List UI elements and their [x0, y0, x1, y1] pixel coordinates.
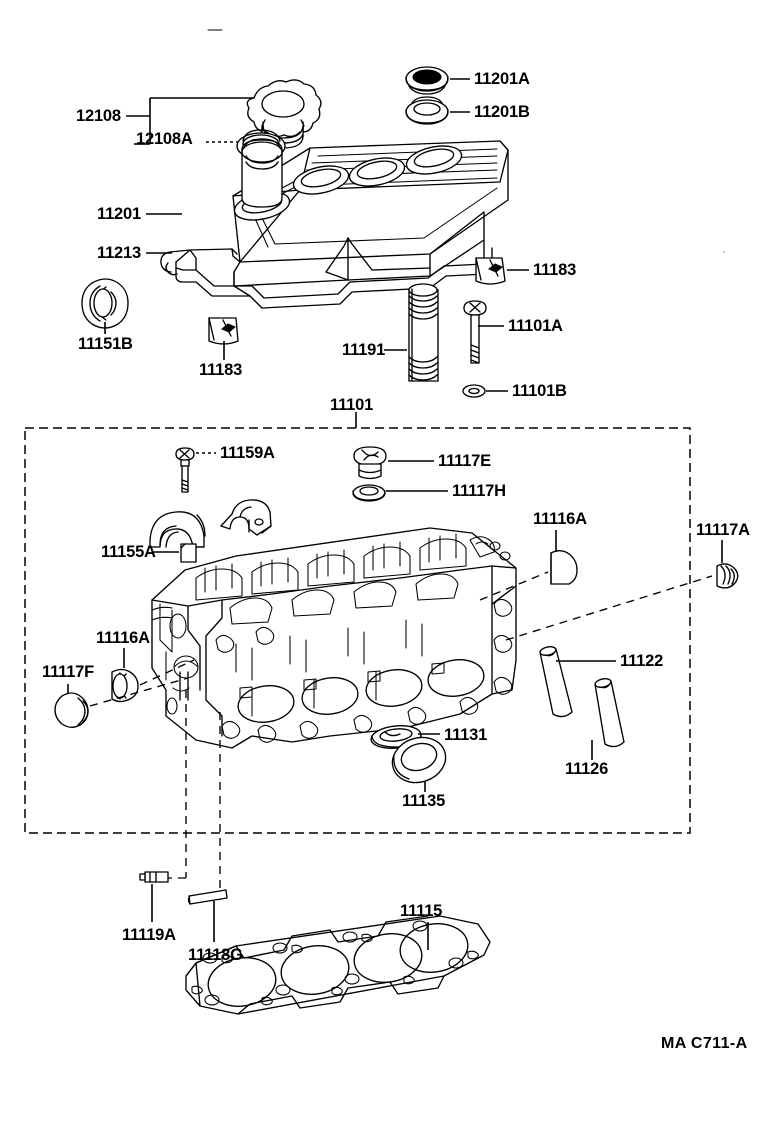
callout-11159A: 11159A: [220, 443, 275, 462]
callout-11155A: 11155A: [101, 542, 156, 561]
callout-bracket-12108: [126, 97, 262, 145]
part-camshaft-bearing-11155A: [180, 543, 197, 563]
callout-11183-left: 11183: [199, 360, 243, 379]
part-bearing-cap-large: [149, 511, 206, 548]
part-cover-bolt: [463, 300, 487, 364]
part-bearing-cap-bolt: [175, 447, 195, 493]
callout-11118G: 11118G: [188, 945, 243, 964]
part-oil-seal-11151B: [81, 278, 129, 329]
group-box-11101: [24, 427, 691, 834]
part-bearing-cap-small: [220, 499, 272, 536]
callout-12108A: 12108A: [136, 129, 193, 148]
assembly-line-pin-left: [139, 659, 195, 686]
callout-11101A: 11101A: [508, 316, 563, 335]
part-half-circle-plug-left: [208, 317, 239, 345]
part-head-plug-11117F: [54, 692, 89, 728]
callout-11116A-right: 11116A: [533, 509, 587, 528]
callout-11116A-left: 11116A: [96, 628, 150, 647]
part-head-plug-11117E: [353, 446, 387, 480]
part-spark-plug-tube: [408, 283, 439, 382]
part-cylinder-head-gasket-11115: [185, 915, 491, 1015]
assembly-line-11117F: [89, 677, 189, 707]
callout-11131: 11131: [444, 725, 488, 744]
part-cover-washer: [462, 384, 486, 398]
callout-11101: 11101: [330, 395, 374, 414]
callout-11151B: 11151B: [78, 334, 133, 353]
callout-11101B: 11101B: [512, 381, 567, 400]
callout-11201A: 11201A: [474, 69, 530, 88]
part-cylinder-head-cover: [160, 138, 509, 309]
callout-11117A: 11117A: [696, 520, 750, 539]
part-straight-pin-11118G: [187, 889, 228, 905]
part-gasket-11131: [370, 725, 422, 749]
callout-11201B: 11201B: [474, 102, 530, 121]
part-straight-pin-left: [111, 668, 139, 703]
figure-code: MA C711-A: [661, 1035, 748, 1052]
callout-11213: 11213: [97, 243, 141, 262]
part-head-plug-11117A: [716, 563, 739, 589]
callout-11119A: 11119A: [122, 925, 176, 944]
part-valve-guide-11122: [539, 646, 573, 718]
part-cylinder-head: [151, 527, 517, 749]
callout-11117E: 11117E: [438, 451, 491, 470]
callout-11191: 11191: [342, 340, 386, 359]
assembly-line-pin-right: [479, 571, 549, 601]
part-head-plug-gasket-11117H: [352, 484, 386, 502]
callout-11117F: 11117F: [42, 662, 95, 681]
callout-11117H: 11117H: [452, 481, 506, 500]
callout-11126: 11126: [565, 759, 609, 778]
part-stud-bolt-11119A: [139, 871, 169, 883]
part-spark-plug-seal-lower: [405, 96, 449, 125]
callout-11183-right: 11183: [533, 260, 577, 279]
callout-11201: 11201: [97, 204, 141, 223]
part-seal-ring-11135: [391, 736, 447, 784]
part-valve-guide-11126: [594, 678, 625, 748]
assembly-line-11117A: [505, 575, 713, 641]
callout-11122: 11122: [620, 651, 664, 670]
callout-12108: 12108: [76, 106, 121, 125]
part-straight-pin-right: [550, 550, 578, 585]
part-spark-plug-seal-upper: [405, 66, 449, 95]
callout-11135: 11135: [402, 791, 446, 810]
part-half-circle-plug-right: [475, 257, 506, 285]
callout-11115: 11115: [400, 901, 443, 920]
